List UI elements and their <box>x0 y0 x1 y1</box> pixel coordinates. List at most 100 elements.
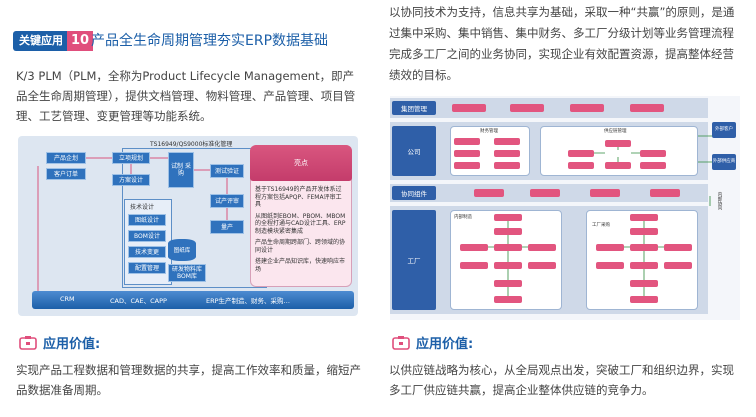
finance-module <box>494 162 520 169</box>
box-bom-design: BOM设计 <box>128 230 166 242</box>
supply-module <box>640 162 666 169</box>
group-module <box>630 104 664 112</box>
value-heading-right: 应用价值: <box>392 333 473 352</box>
std-label: TS16949/QS9000标准化管理 <box>150 141 233 148</box>
box-trial-review: 试产评审 <box>210 194 244 208</box>
factory-module <box>460 262 488 269</box>
value-icon <box>392 335 410 351</box>
supply-module <box>640 150 666 157</box>
factory-module <box>494 228 522 235</box>
factory-module <box>460 244 488 251</box>
factory-module <box>630 280 658 287</box>
collab-module <box>590 189 620 197</box>
flow-supply <box>594 147 640 162</box>
finance-label: 财务管理 <box>480 129 498 134</box>
box-tech-change: 技术变更 <box>128 246 166 258</box>
highlight-title: 亮点 <box>250 145 352 181</box>
factory-module <box>630 262 658 269</box>
collab-module <box>530 189 560 197</box>
box-dev-material: 研发物料库BOM库 <box>168 264 206 282</box>
box-config-mgmt: 配置管理 <box>128 262 166 274</box>
plm-intro: K/3 PLM（PLM，全称为Product Lifecycle Managem… <box>16 69 356 123</box>
finance-module <box>454 150 480 157</box>
badge-label: 关键应用 <box>13 31 67 51</box>
badge-number: 10 <box>67 31 94 51</box>
factory-flow-arrows <box>488 135 712 296</box>
factory-b-frame <box>586 210 698 310</box>
box-trial-verify: 测试验证 <box>210 164 244 178</box>
flow-arrows <box>37 157 228 291</box>
supply-label: 供应链管理 <box>604 129 627 134</box>
key-application-badge: 关键应用 10 <box>13 31 94 51</box>
highlight-text: 基于TS16949的产品开发体系过程方案包括APQP、FEMA评审工具 从图纸到… <box>255 186 347 277</box>
multi-factory-diagram: 集团管理 公司 财务管理 供应链管理 外部客户 外部供应商 协同组件 内部协同 … <box>390 96 740 320</box>
factory-module <box>494 214 522 221</box>
value-heading-left: 应用价值: <box>19 333 100 352</box>
factory-module <box>494 296 522 303</box>
bar-item-erp: ERP生产制造、财务、采购… <box>206 297 291 305</box>
bar-item-crm: CRM <box>60 295 75 303</box>
flow-b <box>624 221 664 296</box>
bar-item-cad: CAD、CAE、CAPP <box>110 297 167 305</box>
highlight-item: 产品生命周期跨部门、跨领域的协同设计 <box>255 239 346 254</box>
factory-module <box>664 244 692 251</box>
box-trial-purchase: 试制 采购 <box>168 152 194 188</box>
row-factory: 工厂 <box>392 210 436 310</box>
flow-a <box>488 221 528 296</box>
group-module <box>452 104 486 112</box>
factory-module <box>528 262 556 269</box>
highlight-item: 基于TS16949的产品开发体系过程方案包括APQP、FEMA评审工具 <box>255 186 342 208</box>
tech-design-label: 技术设计 <box>130 204 155 211</box>
factory-module <box>494 262 522 269</box>
finance-module <box>454 138 480 145</box>
highlight-item: 搭建企业产品知识库，快速响应市场 <box>255 258 346 273</box>
integration-bar <box>32 291 354 309</box>
internal-collab: 内部协同 <box>717 192 722 210</box>
group-module <box>570 104 604 112</box>
factory-label: 工厂采购 <box>592 223 610 228</box>
section-title: 产品全生命周期管理夯实ERP数据基础 <box>91 33 329 49</box>
box-customer-order: 客户订单 <box>46 168 86 180</box>
factory-module <box>630 214 658 221</box>
factory-label: 内部制造 <box>454 215 472 220</box>
row-collab: 协同组件 <box>392 186 436 200</box>
supply-module <box>605 162 631 169</box>
finance-module <box>494 138 520 145</box>
value-icon <box>19 335 37 351</box>
supply-module <box>568 162 594 169</box>
value-text-right: 以供应链战略为核心，从全局观点出发，突破工厂和组织边界，实现多工厂供应链共赢，提… <box>389 363 734 397</box>
factory-module <box>528 244 556 251</box>
factory-module <box>596 262 624 269</box>
highlight-item: 从图纸到EBOM、PBOM、MBOM的全程打通与CAD设计工具、ERP制造模块紧… <box>255 212 346 235</box>
row-group: 集团管理 <box>392 101 436 115</box>
box-project-plan: 立项规划 <box>112 152 150 164</box>
box-mass-prod: 量产 <box>210 220 244 234</box>
factory-module <box>494 244 522 251</box>
value-title: 应用价值: <box>43 337 101 352</box>
ext-customer: 外部客户 <box>712 122 736 138</box>
supply-module <box>568 150 594 157</box>
box-drawing-design: 图纸设计 <box>128 214 166 226</box>
finance-module <box>454 162 480 169</box>
factory-module <box>494 280 522 287</box>
band-group <box>390 98 708 118</box>
factory-a-frame <box>450 210 562 310</box>
group-module <box>510 104 544 112</box>
value-text-left: 实现产品工程数据和管理数据的共享，提高工作效率和质量，缩短产品数据准备周期。 <box>16 363 361 397</box>
row-company: 公司 <box>392 126 436 176</box>
drawing-library: 图纸库 <box>168 239 196 261</box>
factory-module <box>630 296 658 303</box>
factory-module <box>664 262 692 269</box>
collab-intro: 以协同技术为支持，信息共享为基础，采取一种“共赢”的原则，是通过集中采购、集中销… <box>389 5 735 82</box>
box-solution-design: 方案设计 <box>112 174 150 186</box>
factory-module <box>630 244 658 251</box>
plm-diagram: TS16949/QS9000标准化管理 产品企划 客户订单 立项规划 方案设计 … <box>18 136 358 316</box>
factory-module <box>596 244 624 251</box>
finance-module <box>494 150 520 157</box>
collab-module <box>650 189 680 197</box>
box-product-plan: 产品企划 <box>46 152 86 164</box>
collab-module <box>474 189 504 197</box>
ext-supplier: 外部供应商 <box>712 154 736 170</box>
supply-module <box>605 140 631 147</box>
value-title: 应用价值: <box>416 337 474 352</box>
